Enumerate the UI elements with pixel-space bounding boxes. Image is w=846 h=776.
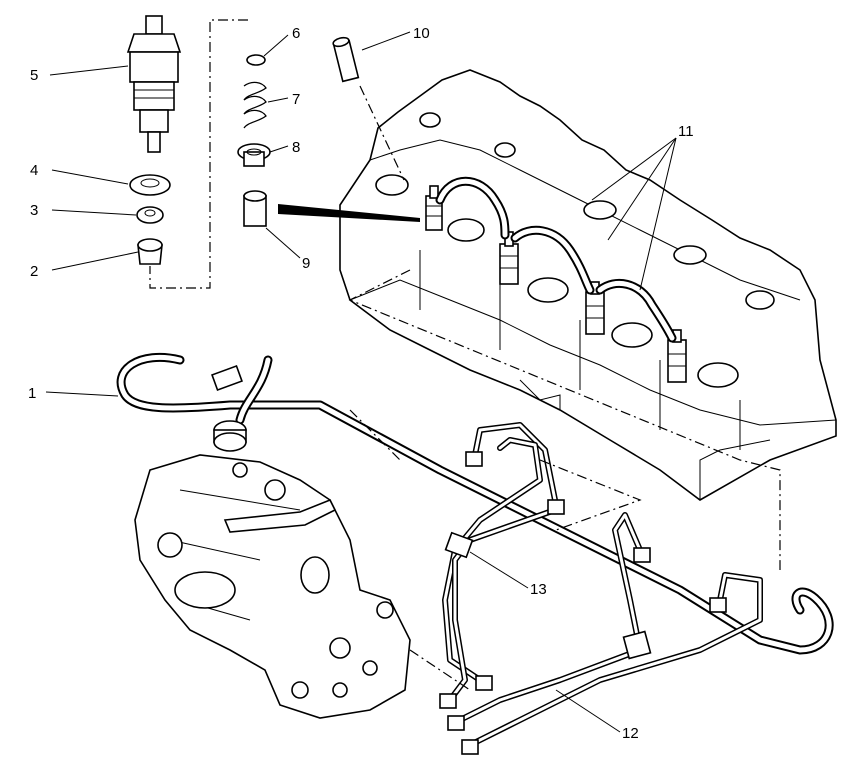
assembly-bracket xyxy=(149,19,248,289)
installed-injectors xyxy=(425,185,687,383)
callout-6: 6 xyxy=(292,25,300,42)
line-clamp-12 xyxy=(622,630,652,660)
callout-11: 11 xyxy=(678,123,694,140)
fuel-return-pipe xyxy=(116,352,834,655)
alignment-lines xyxy=(348,269,781,691)
nozzle-9 xyxy=(243,190,267,227)
callout-5: 5 xyxy=(30,67,38,84)
injection-lines xyxy=(439,422,763,755)
dowel-pin-10 xyxy=(332,36,360,83)
callout-8: 8 xyxy=(292,139,300,156)
callout-4: 4 xyxy=(30,162,38,179)
callout-1: 1 xyxy=(28,385,36,402)
callout-13: 13 xyxy=(530,581,547,598)
dowel-dash xyxy=(359,85,405,181)
nozzle-retainer-2 xyxy=(137,238,163,265)
injector-cyl1 xyxy=(425,185,443,231)
callout-3: 3 xyxy=(30,202,38,219)
callout-7: 7 xyxy=(292,91,300,108)
callout-9: 9 xyxy=(302,255,310,272)
line-clamp-13 xyxy=(444,531,474,559)
spring-7 xyxy=(243,81,267,129)
leak-off-hoses xyxy=(435,176,677,343)
injector-assembly-5 xyxy=(126,15,182,153)
injector-cyl2 xyxy=(499,231,519,285)
injection-pump xyxy=(134,454,411,719)
shim-6 xyxy=(246,54,266,66)
injector-cyl4 xyxy=(667,329,687,383)
heat-shield-washer-4 xyxy=(129,174,171,196)
leader-lines xyxy=(45,31,677,733)
callout-labels: 5 4 3 2 6 7 8 9 10 11 1 13 12 xyxy=(28,25,694,742)
injector-cyl3 xyxy=(585,281,605,335)
callout-12: 12 xyxy=(622,725,639,742)
callout-2: 2 xyxy=(30,263,38,280)
spring-seat-8 xyxy=(237,143,271,167)
sealing-washer-3 xyxy=(136,206,164,224)
callout-10: 10 xyxy=(413,25,430,42)
pointer-arrow xyxy=(278,204,420,222)
